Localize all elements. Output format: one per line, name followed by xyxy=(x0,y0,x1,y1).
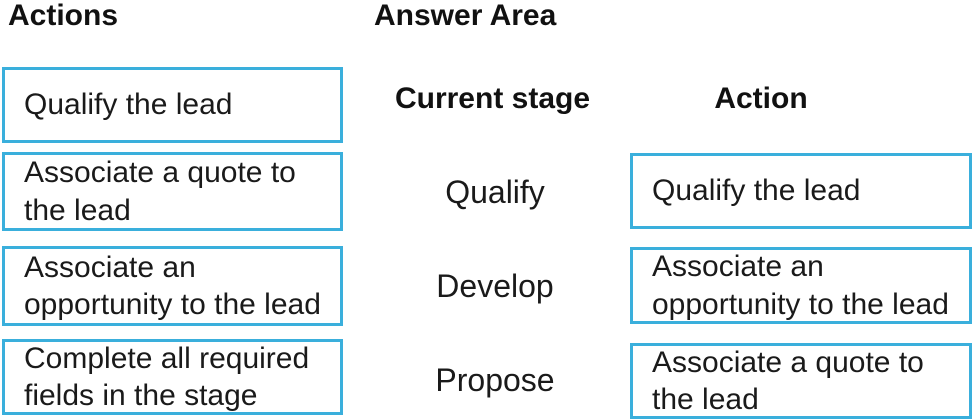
answer-slot[interactable]: Associate a quote to the lead xyxy=(630,343,972,419)
action-card[interactable]: Associate an opportunity to the lead xyxy=(2,246,343,326)
action-card[interactable]: Qualify the lead xyxy=(2,67,343,143)
action-card-label: Complete all required fields in the stag… xyxy=(24,341,310,413)
stage-label-qualify: Qualify xyxy=(445,174,545,210)
action-card[interactable]: Complete all required fields in the stag… xyxy=(2,339,343,415)
answer-slot-label: Associate an opportunity to the lead xyxy=(652,250,949,321)
action-card-label: Qualify the lead xyxy=(24,88,233,122)
column-header-action: Action xyxy=(714,82,808,115)
actions-panel-title: Actions xyxy=(8,0,119,32)
answer-slot[interactable]: Associate an opportunity to the lead xyxy=(630,247,972,324)
action-card-label: Associate a quote to the lead xyxy=(24,156,296,227)
answer-slot-label: Qualify the lead xyxy=(652,174,861,208)
action-card-label: Associate an opportunity to the lead xyxy=(24,250,321,322)
stage-label-develop: Develop xyxy=(436,268,554,304)
action-card[interactable]: Associate a quote to the lead xyxy=(2,152,343,231)
answer-slot[interactable]: Qualify the lead xyxy=(630,153,972,229)
answer-area-title: Answer Area xyxy=(374,0,557,32)
answer-slot-label: Associate a quote to the lead xyxy=(652,345,924,417)
stage-label-propose: Propose xyxy=(435,362,555,398)
column-header-current-stage: Current stage xyxy=(394,82,591,115)
